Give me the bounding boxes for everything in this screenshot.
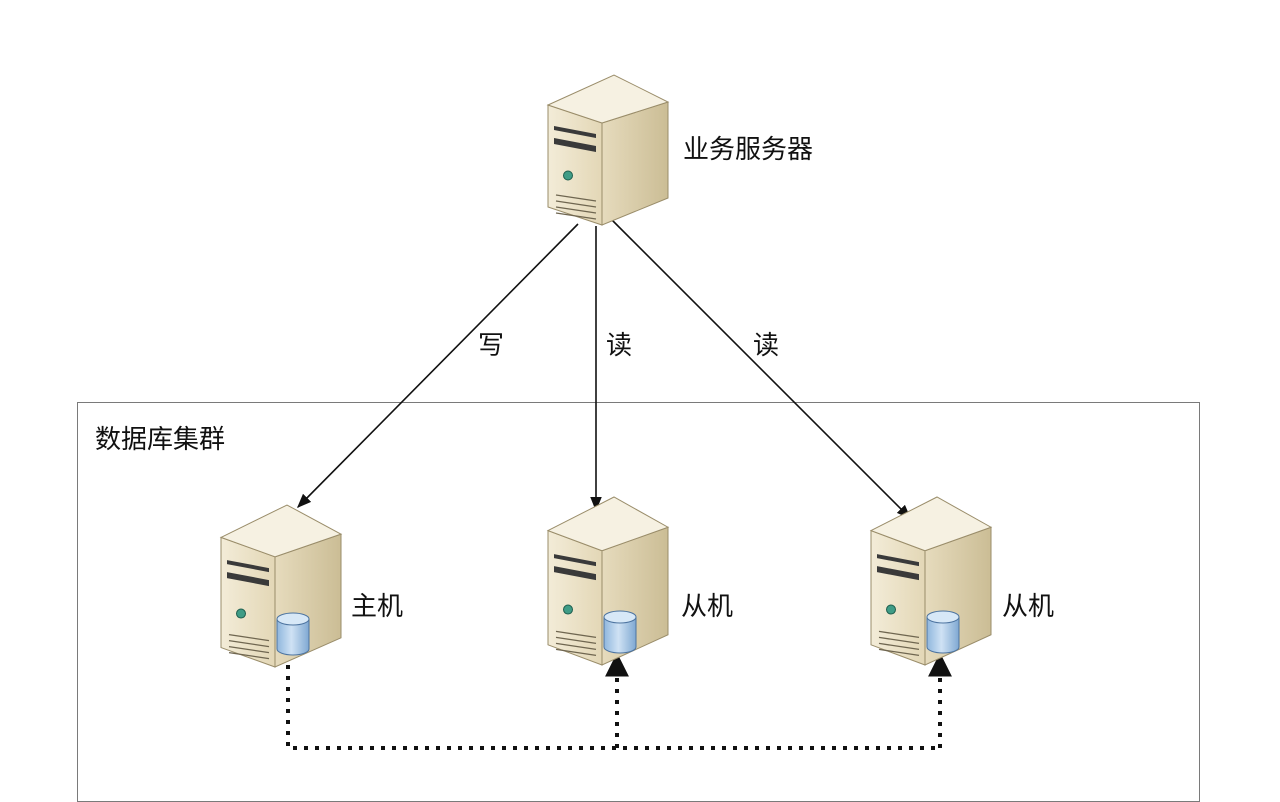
slave1-server-icon xyxy=(546,496,670,666)
slave2-server-icon xyxy=(869,496,993,666)
master-database-icon xyxy=(276,612,310,656)
replication-trunk-line xyxy=(286,665,940,750)
edge-app-slave2 xyxy=(611,219,912,520)
node-label-app: 业务服务器 xyxy=(683,135,814,165)
slave2-database-icon xyxy=(926,610,960,654)
node-label-slave1: 从机 xyxy=(681,592,734,622)
edge-label-read-1: 读 xyxy=(606,331,633,361)
slave1-database-icon xyxy=(603,610,637,654)
node-label-master: 主机 xyxy=(351,592,404,622)
app-server-icon xyxy=(546,74,670,226)
edge-app-master xyxy=(296,223,579,509)
edge-label-write: 写 xyxy=(478,331,505,361)
cluster-label: 数据库集群 xyxy=(95,425,226,455)
master-server-icon xyxy=(219,504,343,668)
diagram-canvas xyxy=(219,74,993,750)
edge-label-read-2: 读 xyxy=(753,331,780,361)
node-label-slave2: 从机 xyxy=(1002,592,1055,622)
